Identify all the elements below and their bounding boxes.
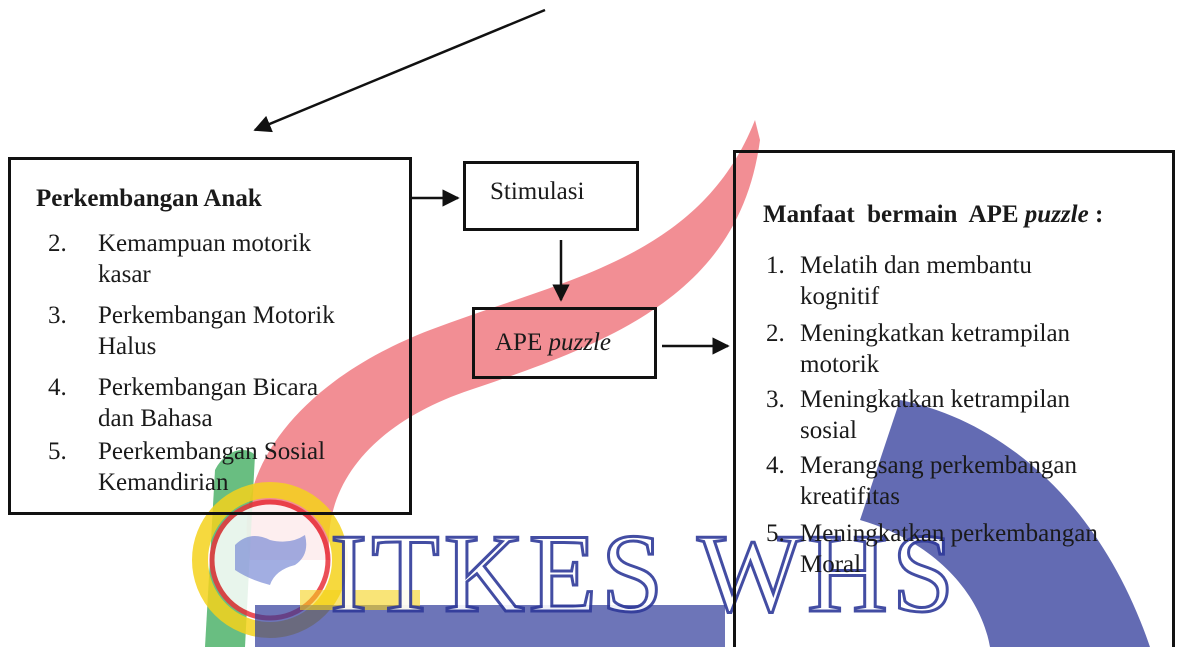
item-label-line2: motorik	[800, 351, 880, 378]
box-perkembangan-anak	[8, 157, 412, 515]
left-box-title: Perkembangan Anak	[36, 185, 262, 212]
item-label-line2: dan Bahasa	[98, 405, 213, 432]
right-title-suffix: :	[1088, 201, 1104, 228]
watermark-blue-swoosh	[860, 400, 1150, 647]
watermark-red-wave	[246, 120, 760, 560]
item-number: 4.	[766, 452, 785, 479]
item-label-line2: Moral	[800, 551, 862, 578]
item-label-line1: Merangsang perkembangan	[800, 452, 1077, 479]
right-box-title: Manfaat bermain APE puzzle :	[763, 199, 1103, 230]
item-label-line1: Meningkatkan ketrampilan	[800, 320, 1071, 347]
box-stimulasi	[463, 161, 639, 231]
item-label-line1: Meningkatkan perkembangan	[800, 520, 1098, 547]
box-ape-puzzle	[472, 307, 657, 379]
ape-label-italic: puzzle	[548, 329, 611, 356]
item-label-line2: Kemandirian	[98, 469, 229, 496]
item-number: 5.	[766, 520, 785, 547]
item-number: 2.	[766, 320, 785, 347]
watermark-bottom-yellow	[300, 590, 420, 610]
ape-puzzle-label: APE puzzle	[495, 327, 611, 358]
item-label-line2: kasar	[98, 261, 151, 288]
item-label-line1: Perkembangan Bicara	[98, 374, 319, 401]
watermark-text: ITKES WHS	[328, 511, 959, 638]
item-label-line2: kognitif	[800, 283, 880, 310]
ape-label-prefix: APE	[495, 329, 549, 356]
arrow-top-to-left-box	[253, 8, 546, 133]
watermark-globe-map	[235, 535, 307, 585]
item-number: 4.	[48, 374, 67, 401]
item-number: 2.	[48, 230, 67, 257]
item-number: 5.	[48, 438, 67, 465]
right-title-italic: puzzle	[1024, 201, 1089, 228]
right-title-prefix: Manfaat bermain APE	[763, 201, 1025, 228]
item-number: 3.	[48, 302, 67, 329]
item-label-line2: sosial	[800, 417, 857, 444]
item-label-line1: Kemampuan motorik	[98, 230, 312, 257]
item-number: 1.	[766, 252, 785, 279]
box-manfaat	[733, 150, 1175, 647]
watermark-bottom-band	[255, 605, 725, 647]
item-label-line1: Perkembangan Motorik	[98, 302, 335, 329]
item-label-line1: Peerkembangan Sosial	[98, 438, 326, 465]
item-label-line1: Meningkatkan ketrampilan	[800, 386, 1071, 413]
stimulasi-label: Stimulasi	[490, 178, 585, 205]
item-label-line2: kreatifitas	[800, 483, 900, 510]
item-number: 3.	[766, 386, 785, 413]
item-label-line1: Melatih dan membantu	[800, 252, 1032, 279]
item-label-line2: Halus	[98, 333, 157, 360]
